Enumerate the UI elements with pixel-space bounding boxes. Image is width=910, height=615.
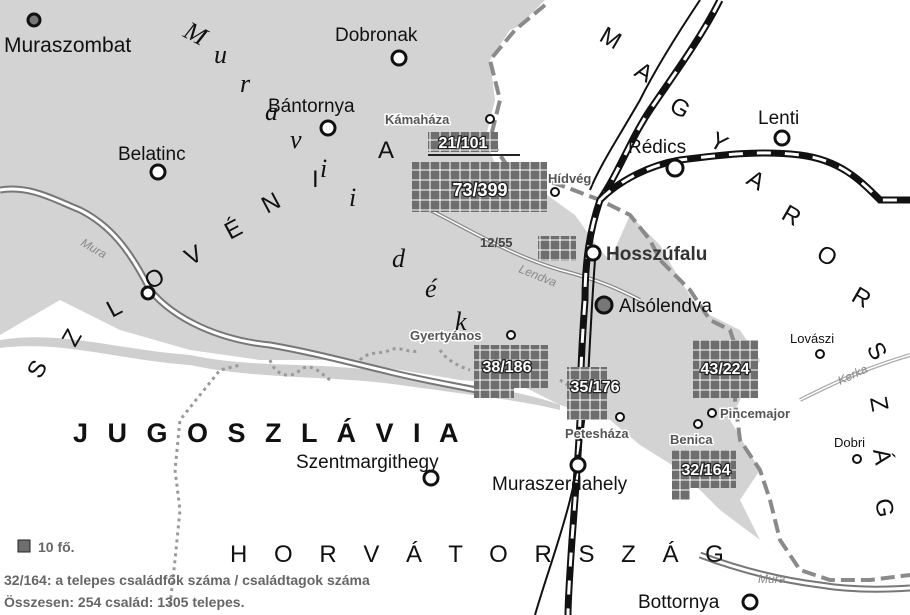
settlement-block-hidveg: 73/399: [412, 162, 547, 212]
railway-east: [597, 149, 910, 204]
city-dobri: Dobri: [834, 435, 865, 450]
settlement-block-peteshaza: 35/176: [567, 367, 621, 420]
city-markers: [26, 12, 862, 611]
city-dobronak: Dobronak: [335, 25, 418, 46]
svg-text:I: I: [312, 166, 319, 193]
svg-text:A: A: [378, 137, 394, 164]
settlement-label: 12/55: [480, 235, 513, 250]
croatia-area: [0, 300, 910, 615]
legend-unit: 10 fő.: [38, 539, 75, 555]
city-muraszombat: Muraszombat: [4, 34, 131, 57]
svg-text:G: G: [869, 496, 899, 519]
settlement-block-kamahaza: 21/101: [428, 132, 520, 156]
svg-text:a: a: [265, 97, 278, 126]
svg-text:é: é: [425, 274, 438, 303]
settlement-label: 32/164: [682, 462, 731, 479]
legend-note: 32/164: a telepes családfők száma / csal…: [4, 572, 370, 588]
settlement-block-hosszufalu: 12/55: [480, 235, 576, 261]
svg-text:v: v: [290, 125, 302, 154]
city-bottornya: Bottornya: [638, 592, 720, 613]
city-belatinc: Belatinc: [118, 144, 186, 165]
svg-text:Á: Á: [867, 446, 896, 466]
settlement-block-benica: 32/164: [672, 450, 736, 500]
city-benica: Benica: [670, 432, 713, 447]
svg-text:i: i: [320, 154, 327, 183]
region-jugoszlavia: J U G O S Z L Á V I A: [73, 417, 465, 448]
settlement-label: 38/186: [483, 359, 532, 376]
svg-text:u: u: [214, 40, 227, 69]
city-redics: Rédics: [628, 137, 686, 158]
region-horvatorszag: H O R V Á T O R S Z Á G: [230, 541, 734, 568]
river-mura-east-label: Mura: [758, 572, 786, 586]
city-kamahaza: Kámaháza: [385, 112, 450, 127]
settlement-block-lovaszi: 43/224: [693, 340, 758, 398]
road-south: [534, 259, 596, 615]
legend-total: Összesen: 254 család: 1305 telepes.: [4, 594, 244, 610]
city-muraszerdahely: Muraszerdahely: [492, 474, 628, 495]
city-pincemajor: Pincemajor: [720, 406, 790, 421]
city-hosszufalu: Hosszúfalu: [606, 244, 707, 265]
settlement-label: 43/224: [701, 361, 750, 378]
svg-text:Z: Z: [864, 394, 893, 413]
svg-text:d: d: [392, 244, 406, 273]
city-hidveg: Hídvég: [548, 171, 591, 186]
settlement-block-gyertyanos: 38/186: [474, 345, 548, 398]
city-peteshaza: Petesháza: [565, 426, 629, 441]
svg-text:r: r: [240, 69, 251, 98]
city-alsolendva: Alsólendva: [619, 296, 712, 317]
region-szlovenia: A I N É V O L Z S: [22, 137, 394, 383]
legend-swatch: [17, 539, 31, 553]
road-west: [589, 0, 701, 191]
city-lenti: Lenti: [758, 108, 799, 129]
hungary-area: [505, 0, 910, 585]
region-muravidek: M u r a v i i d é k: [178, 15, 467, 336]
svg-text:k: k: [455, 307, 467, 336]
svg-text:i: i: [349, 183, 356, 212]
city-bantornya: Bántornya: [268, 96, 355, 117]
settlement-label: 21/101: [439, 135, 488, 152]
city-lovaszi: Lovászi: [790, 331, 834, 346]
settlement-label: 35/176: [571, 379, 620, 396]
legend: 10 fő. 32/164: a telepes családfők száma…: [4, 539, 370, 610]
settlement-label: 73/399: [452, 180, 507, 200]
city-gyertyanos: Gyertyános: [410, 328, 482, 343]
city-szentmargithegy: Szentmargithegy: [296, 452, 439, 473]
